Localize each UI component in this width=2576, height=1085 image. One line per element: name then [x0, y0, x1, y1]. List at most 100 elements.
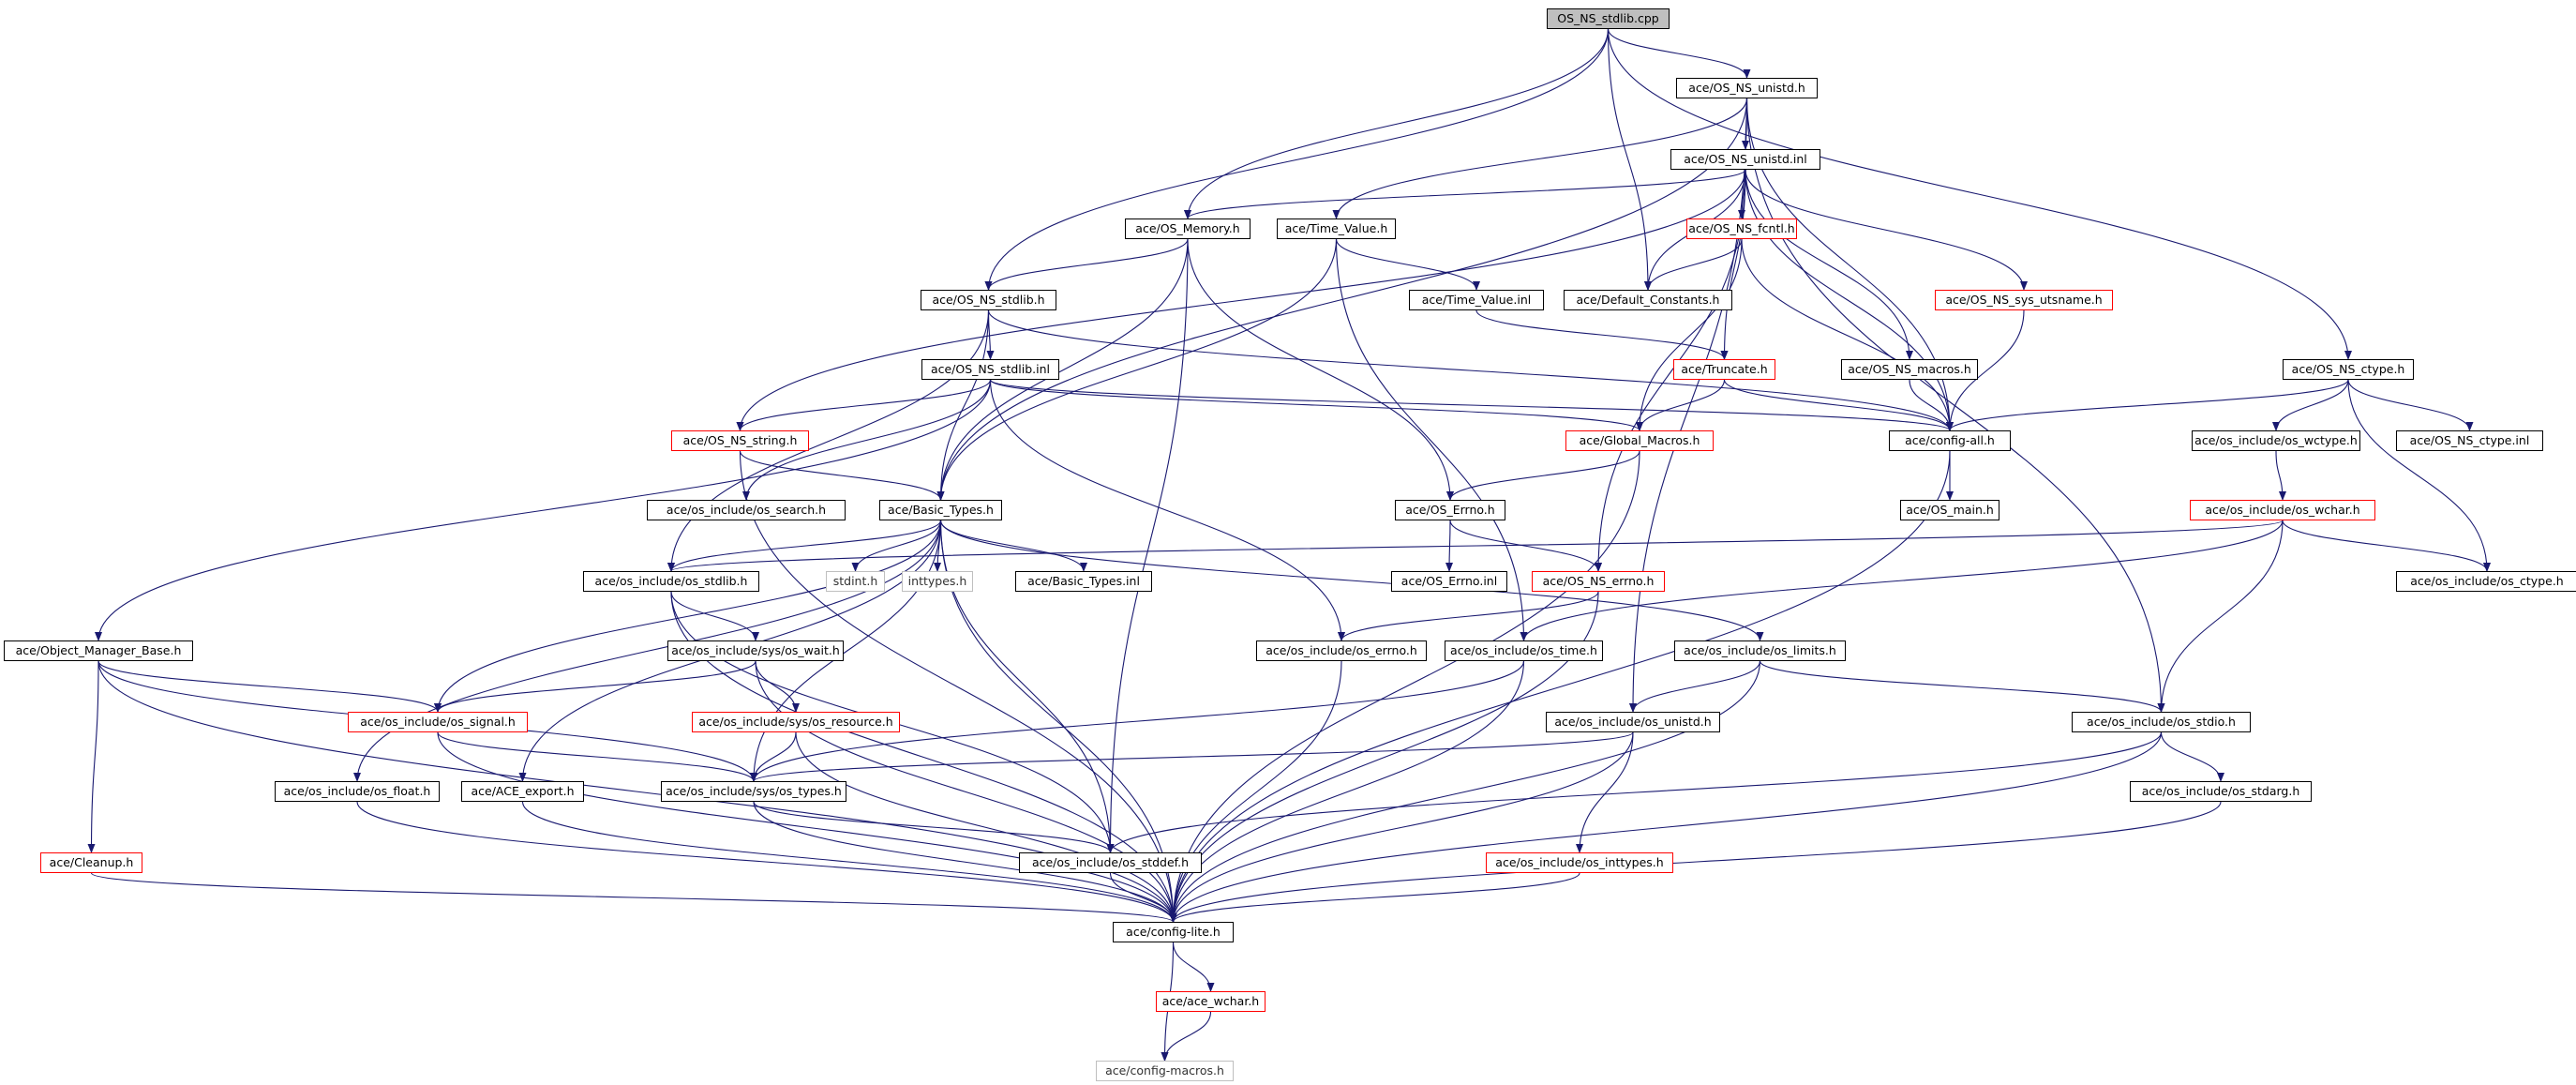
edge-root-to-os-memory [1184, 28, 1610, 219]
node-root[interactable]: OS_NS_stdlib.cpp [1547, 8, 1670, 29]
edge-basic-types-to-os-float [353, 520, 942, 782]
edge-unistd-inl-to-os-memory [1184, 169, 1746, 219]
node-default-const[interactable]: ace/Default_Constants.h [1564, 290, 1732, 310]
edge-os-memory-to-os-stddef [1106, 238, 1189, 853]
node-ace-export[interactable]: ace/ACE_export.h [461, 781, 584, 802]
edge-fcntl-to-global-macros [1636, 238, 1743, 431]
node-os-stdlib[interactable]: ace/os_include/os_stdlib.h [583, 571, 759, 592]
edge-truncate-to-config-all [1723, 379, 1954, 431]
node-unistd-h[interactable]: ace/OS_NS_unistd.h [1676, 78, 1818, 98]
edge-os-signal-to-config-lite [437, 731, 1177, 923]
edge-os-time-to-sys-types [750, 660, 1525, 782]
node-wctype[interactable]: ace/os_include/os_wctype.h [2192, 430, 2360, 451]
edge-object-manager-to-os-signal [97, 660, 442, 713]
node-basic-types[interactable]: ace/Basic_Types.h [879, 500, 1002, 520]
edge-os-stdio-to-os-stdarg [2160, 731, 2224, 782]
edge-basic-types-to-basic-types-inl [939, 520, 1087, 572]
node-os-stdio[interactable]: ace/os_include/os_stdio.h [2072, 712, 2251, 732]
edge-unistd-inl-to-config-all [1745, 169, 1954, 431]
node-os-inttypes[interactable]: ace/os_include/os_inttypes.h [1486, 852, 1673, 873]
edge-os-memory-to-stdlib-h [984, 238, 1189, 291]
node-cleanup[interactable]: ace/Cleanup.h [40, 852, 142, 873]
edge-os-stdarg-to-config-lite [1169, 801, 2222, 923]
node-time-value-inl[interactable]: ace/Time_Value.inl [1409, 290, 1544, 310]
edge-os-ns-errno-to-os-errno-inc [1338, 591, 1599, 641]
edge-os-memory-to-os-errno-h [1187, 238, 1454, 501]
edge-ctype-h-to-wctype [2272, 379, 2349, 431]
node-os-time[interactable]: ace/os_include/os_time.h [1445, 640, 1603, 661]
node-global-macros[interactable]: ace/Global_Macros.h [1565, 430, 1714, 451]
node-os-signal[interactable]: ace/os_include/os_signal.h [348, 712, 528, 732]
node-config-lite[interactable]: ace/config-lite.h [1113, 922, 1234, 942]
edge-basic-types-to-os-stdlib [667, 520, 942, 572]
edge-os-limits-to-config-lite [1169, 660, 1761, 923]
node-fcntl[interactable]: ace/OS_NS_fcntl.h [1686, 219, 1797, 239]
node-utsname[interactable]: ace/OS_NS_sys_utsname.h [1935, 290, 2113, 310]
edge-stdlib-inl-to-os-ns-string [736, 379, 992, 431]
edge-ctype-h-to-os-ctype [2347, 379, 2491, 572]
node-time-value[interactable]: ace/Time_Value.h [1277, 219, 1396, 239]
edge-root-to-default-const [1607, 28, 1652, 291]
node-ctype-h[interactable]: ace/OS_NS_ctype.h [2283, 359, 2414, 380]
node-config-all[interactable]: ace/config-all.h [1889, 430, 2011, 451]
edge-fcntl-to-default-const [1644, 238, 1743, 291]
node-unistd-inl[interactable]: ace/OS_NS_unistd.inl [1670, 149, 1820, 170]
node-os-unistd[interactable]: ace/os_include/os_unistd.h [1546, 712, 1720, 732]
node-ctype-inl[interactable]: ace/OS_NS_ctype.inl [2396, 430, 2543, 451]
node-os-errno-inc[interactable]: ace/os_include/os_errno.h [1256, 640, 1427, 661]
edge-unistd-inl-to-os-ns-errno [1595, 169, 1746, 572]
node-os-wchar[interactable]: ace/os_include/os_wchar.h [2190, 500, 2375, 520]
node-object-manager[interactable]: ace/Object_Manager_Base.h [4, 640, 193, 661]
node-config-macros: ace/config-macros.h [1096, 1061, 1234, 1081]
node-truncate[interactable]: ace/Truncate.h [1673, 359, 1775, 380]
edge-sys-wait-to-os-signal [434, 660, 756, 713]
edge-sys-types-to-config-lite [753, 801, 1177, 923]
edge-os-ns-string-to-config-lite [739, 450, 1177, 923]
node-os-stdarg[interactable]: ace/os_include/os_stdarg.h [2130, 781, 2312, 802]
node-os-limits[interactable]: ace/os_include/os_limits.h [1674, 640, 1846, 661]
node-ace-wchar[interactable]: ace/ace_wchar.h [1156, 991, 1266, 1012]
node-os-ns-errno[interactable]: ace/OS_NS_errno.h [1532, 571, 1665, 592]
edge-sys-wait-to-config-lite [755, 660, 1177, 923]
node-stdlib-inl[interactable]: ace/OS_NS_stdlib.inl [921, 359, 1059, 380]
edge-unistd-h-to-time-value [1332, 98, 1748, 219]
node-os-search[interactable]: ace/os_include/os_search.h [647, 500, 846, 520]
node-inttypes: inttypes.h [902, 571, 973, 592]
edge-os-stdlib-to-sys-wait [670, 591, 759, 641]
node-os-float[interactable]: ace/os_include/os_float.h [275, 781, 440, 802]
node-sys-resource[interactable]: ace/os_include/sys/os_resource.h [692, 712, 900, 732]
edge-ctype-h-to-ctype-inl [2347, 379, 2474, 431]
node-stdlib-h[interactable]: ace/OS_NS_stdlib.h [921, 290, 1056, 310]
node-sys-types[interactable]: ace/os_include/sys/os_types.h [661, 781, 846, 802]
node-os-ns-macros[interactable]: ace/OS_NS_macros.h [1841, 359, 1978, 380]
edge-sys-resource-to-sys-types [750, 731, 797, 782]
edge-config-lite-to-ace-wchar [1172, 942, 1215, 992]
edge-os-signal-to-sys-types [437, 731, 757, 782]
node-os-errno-h[interactable]: ace/OS_Errno.h [1395, 500, 1505, 520]
node-sys-wait[interactable]: ace/os_include/sys/os_wait.h [667, 640, 844, 661]
edge-global-macros-to-config-lite [1169, 450, 1640, 923]
node-basic-types-inl[interactable]: ace/Basic_Types.inl [1015, 571, 1152, 592]
edge-os-stdio-to-config-lite [1169, 731, 2163, 923]
edge-stdlib-h-to-os-stdlib [667, 309, 990, 572]
node-os-stddef[interactable]: ace/os_include/os_stddef.h [1019, 852, 1202, 873]
edge-os-wchar-to-os-time [1520, 520, 2284, 641]
edge-root-to-unistd-h [1607, 28, 1751, 79]
edge-utsname-to-config-all [1946, 309, 2025, 431]
edge-os-unistd-to-os-inttypes [1576, 731, 1634, 853]
edge-unistd-h-to-basic-types [936, 98, 1748, 501]
edge-cleanup-to-config-lite [90, 872, 1177, 923]
node-os-ctype[interactable]: ace/os_include/os_ctype.h [2396, 571, 2576, 592]
edge-truncate-to-global-macros [1636, 379, 1726, 431]
node-os-ns-string[interactable]: ace/OS_NS_string.h [671, 430, 809, 451]
edge-time-value-to-time-value-inl [1335, 238, 1480, 291]
node-os-main[interactable]: ace/OS_main.h [1900, 500, 1999, 520]
node-os-memory[interactable]: ace/OS_Memory.h [1125, 219, 1251, 239]
edge-os-inttypes-to-config-lite [1169, 872, 1580, 923]
edge-unistd-h-to-os-unistd [1629, 98, 1748, 713]
edge-basic-types-to-config-lite [939, 520, 1177, 923]
edge-unistd-h-to-os-stdio [1745, 98, 2165, 713]
edge-time-value-to-basic-types [936, 238, 1338, 501]
node-os-errno-inl[interactable]: ace/OS_Errno.inl [1391, 571, 1507, 592]
